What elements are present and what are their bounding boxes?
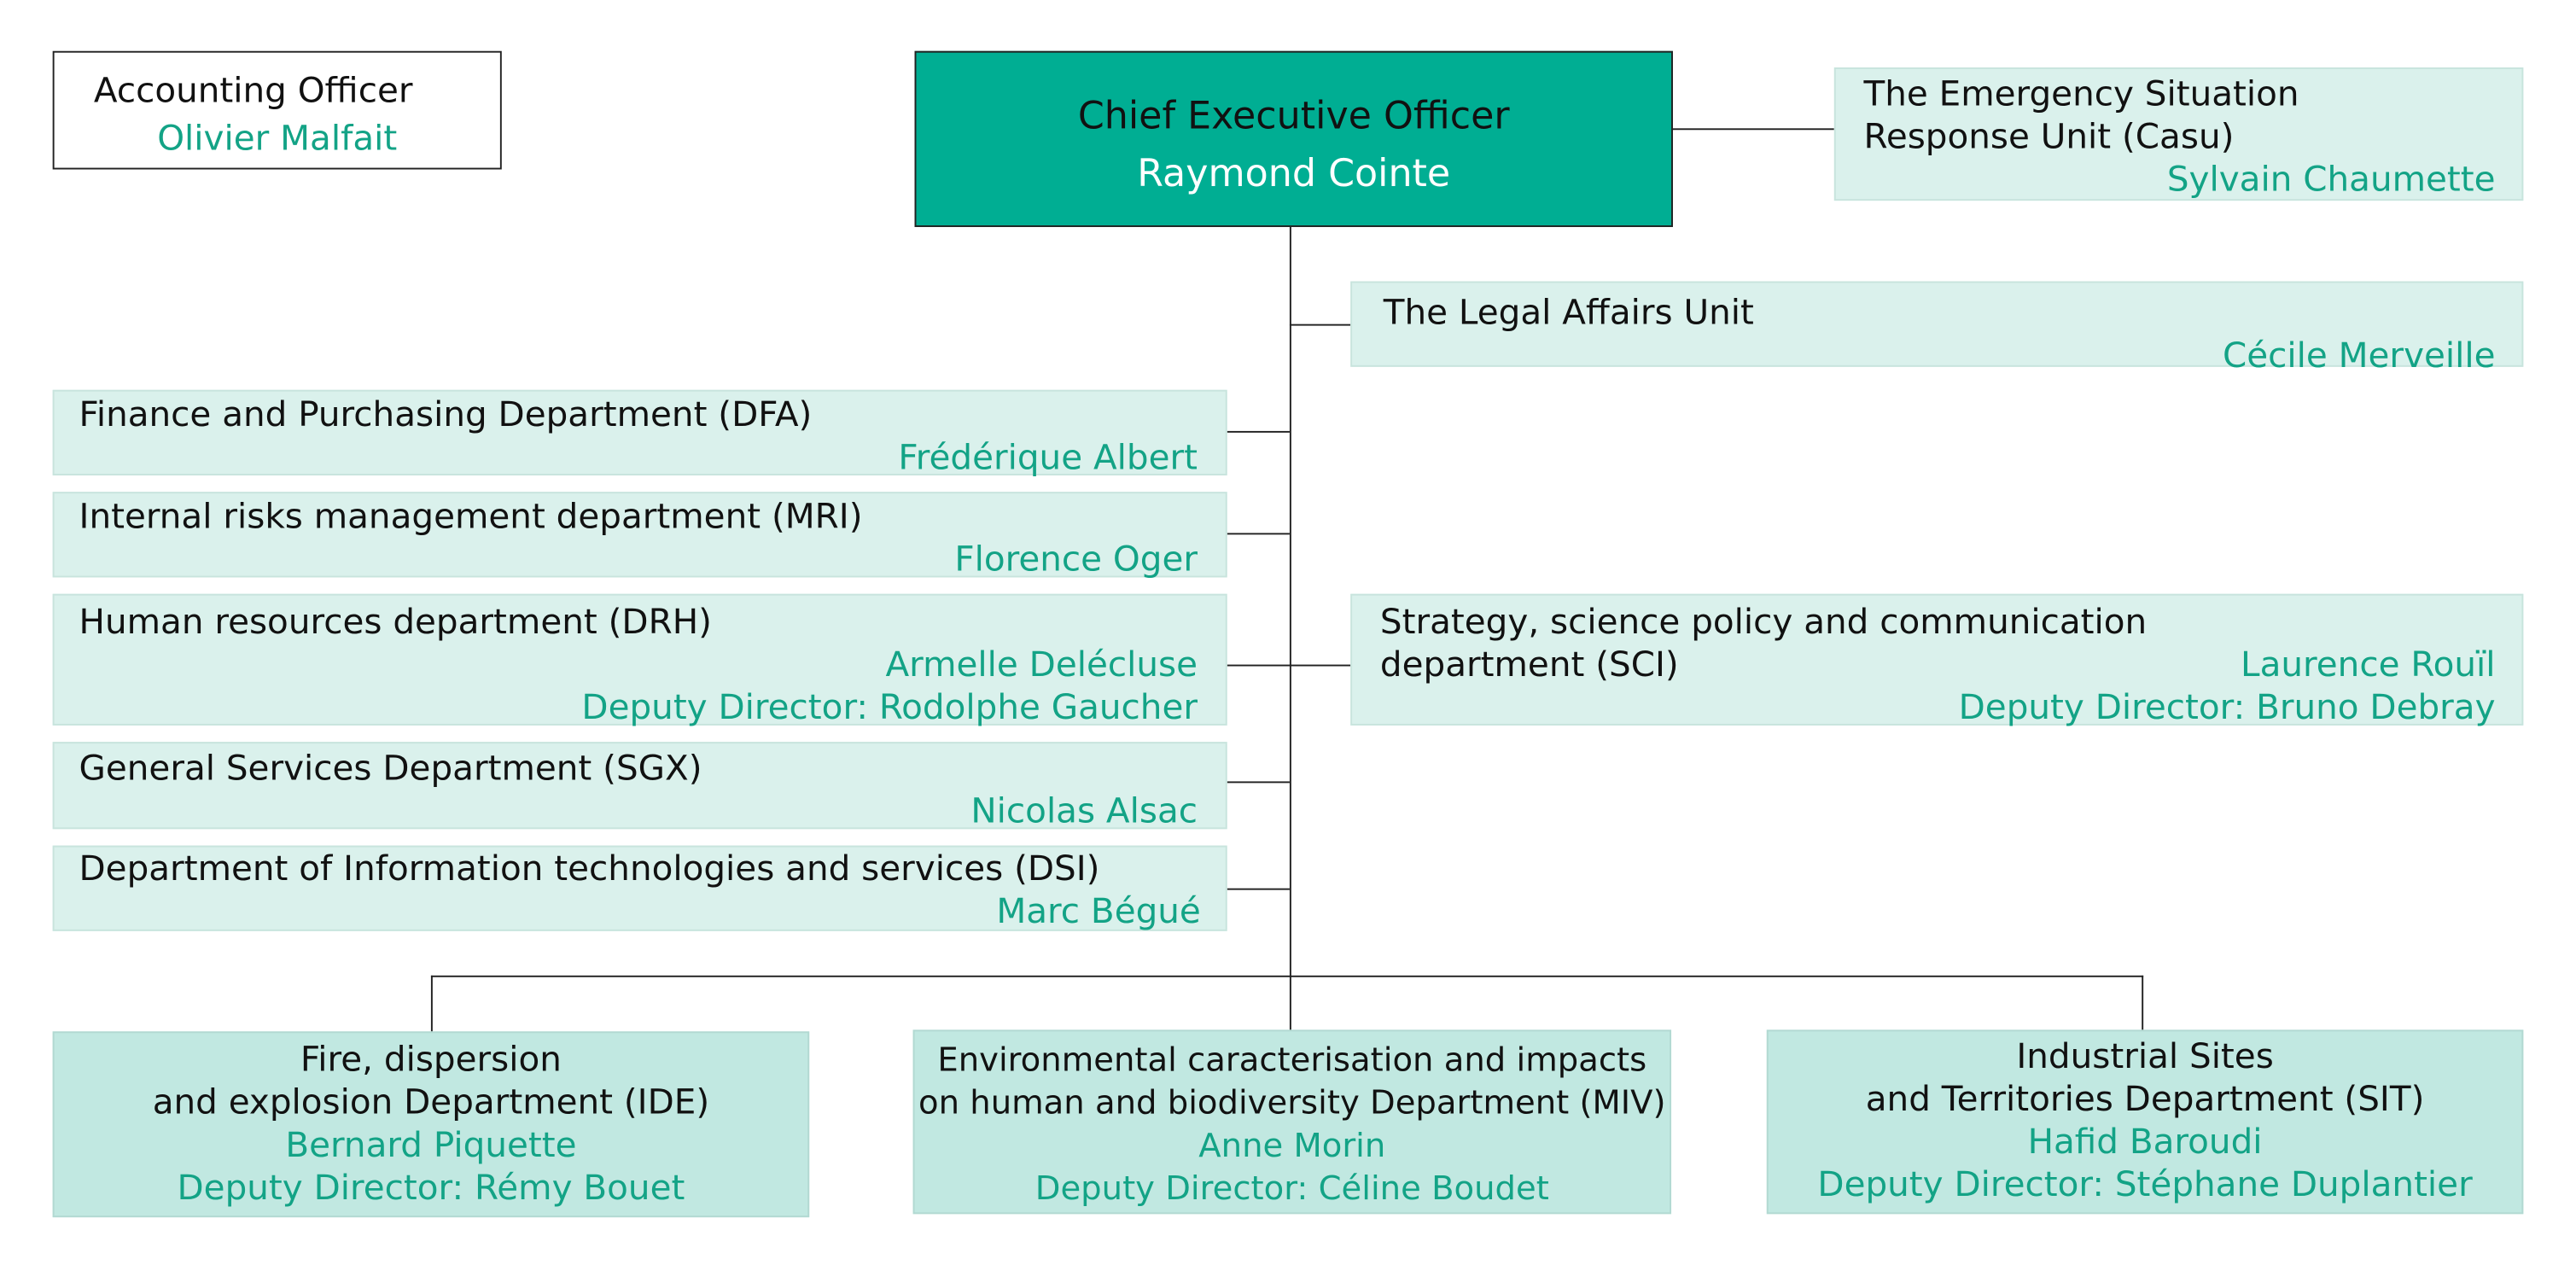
legal-title: The Legal Affairs Unit [1383, 293, 1754, 333]
sci-title-line2: department (SCI) [1379, 644, 1679, 685]
sit-title-line2: and Territories Department (SIT) [1865, 1079, 2425, 1119]
miv-deputy: Deputy Director: Céline Boudet [1034, 1168, 1549, 1208]
sit-box: Industrial Sites and Territories Departm… [1766, 1029, 2524, 1215]
ide-drop-line [430, 975, 433, 1032]
miv-box: Environmental caracterisation and impact… [912, 1029, 1672, 1215]
sci-title-line1: Strategy, science policy and communicati… [1379, 602, 2148, 642]
miv-name: Anne Morin [1198, 1125, 1386, 1165]
dfa-connector [1227, 430, 1290, 433]
accounting-officer-title: Accounting Officer [93, 70, 413, 111]
sgx-name: Nicolas Alsac [970, 790, 1198, 831]
drh-deputy: Deputy Director: Rodolphe Gaucher [581, 687, 1198, 727]
ide-title-line2: and explosion Department (IDE) [152, 1082, 710, 1122]
sgx-title: General Services Department (SGX) [79, 748, 702, 789]
legal-name: Cécile Merveille [2222, 335, 2496, 376]
sit-name: Hafid Baroudi [2027, 1122, 2263, 1162]
sgx-box: General Services Department (SGX) Nicola… [52, 742, 1227, 831]
dsi-title: Department of Information technologies a… [79, 848, 1100, 889]
dsi-connector [1227, 888, 1290, 890]
mri-connector [1227, 533, 1290, 535]
legal-box: The Legal Affairs Unit Cécile Merveille [1350, 281, 2524, 375]
casu-title-line1: The Emergency Situation [1863, 73, 2299, 114]
ceo-name: Raymond Cointe [1137, 153, 1451, 196]
sci-name: Laurence Rouïl [2241, 644, 2496, 685]
sit-deputy: Deputy Director: Stéphane Duplantier [1817, 1164, 2473, 1204]
accounting-officer-name: Olivier Malfait [157, 118, 398, 159]
accounting-officer-box: Accounting Officer Olivier Malfait [52, 50, 502, 170]
drh-title: Human resources department (DRH) [79, 602, 712, 642]
dfa-box: Finance and Purchasing Department (DFA) … [52, 389, 1227, 477]
casu-title-line2: Response Unit (Casu) [1863, 116, 2235, 157]
dsi-box: Department of Information technologies a… [52, 845, 1227, 931]
bottom-branch-line [430, 975, 2144, 977]
sit-drop-line [2142, 975, 2144, 1030]
ide-title-line1: Fire, dispersion [300, 1039, 562, 1080]
ceo-box: Chief Executive Officer Raymond Cointe [914, 50, 1673, 227]
ide-deputy: Deputy Director: Rémy Bouet [177, 1168, 685, 1208]
sit-title-line1: Industrial Sites [2016, 1036, 2274, 1076]
casu-box: The Emergency Situation Response Unit (C… [1833, 67, 2524, 201]
ide-box: Fire, dispersion and explosion Departmen… [52, 1031, 810, 1218]
drh-sci-connector [1227, 664, 1351, 667]
ceo-title: Chief Executive Officer [1077, 95, 1510, 138]
mri-title: Internal risks management department (MR… [79, 497, 863, 537]
dsi-name: Marc Bégué [996, 891, 1201, 931]
miv-title-line1: Environmental caracterisation and impact… [937, 1039, 1647, 1080]
mri-name: Florence Oger [954, 539, 1198, 580]
ide-name: Bernard Piquette [285, 1125, 577, 1165]
trunk-line [1289, 225, 1291, 1030]
legal-connector [1289, 324, 1351, 326]
drh-name: Armelle Delécluse [885, 644, 1198, 685]
casu-name: Sylvain Chaumette [2166, 159, 2496, 200]
drh-box: Human resources department (DRH) Armelle… [52, 593, 1227, 727]
ceo-casu-connector [1672, 128, 1834, 131]
sgx-connector [1227, 781, 1290, 784]
mri-box: Internal risks management department (MR… [52, 492, 1227, 580]
miv-title-line2: on human and biodiversity Department (MI… [918, 1082, 1666, 1122]
sci-box: Strategy, science policy and communicati… [1350, 593, 2524, 727]
dfa-name: Frédérique Albert [898, 437, 1198, 477]
dfa-title: Finance and Purchasing Department (DFA) [79, 394, 813, 434]
sci-deputy: Deputy Director: Bruno Debray [1958, 687, 2496, 727]
